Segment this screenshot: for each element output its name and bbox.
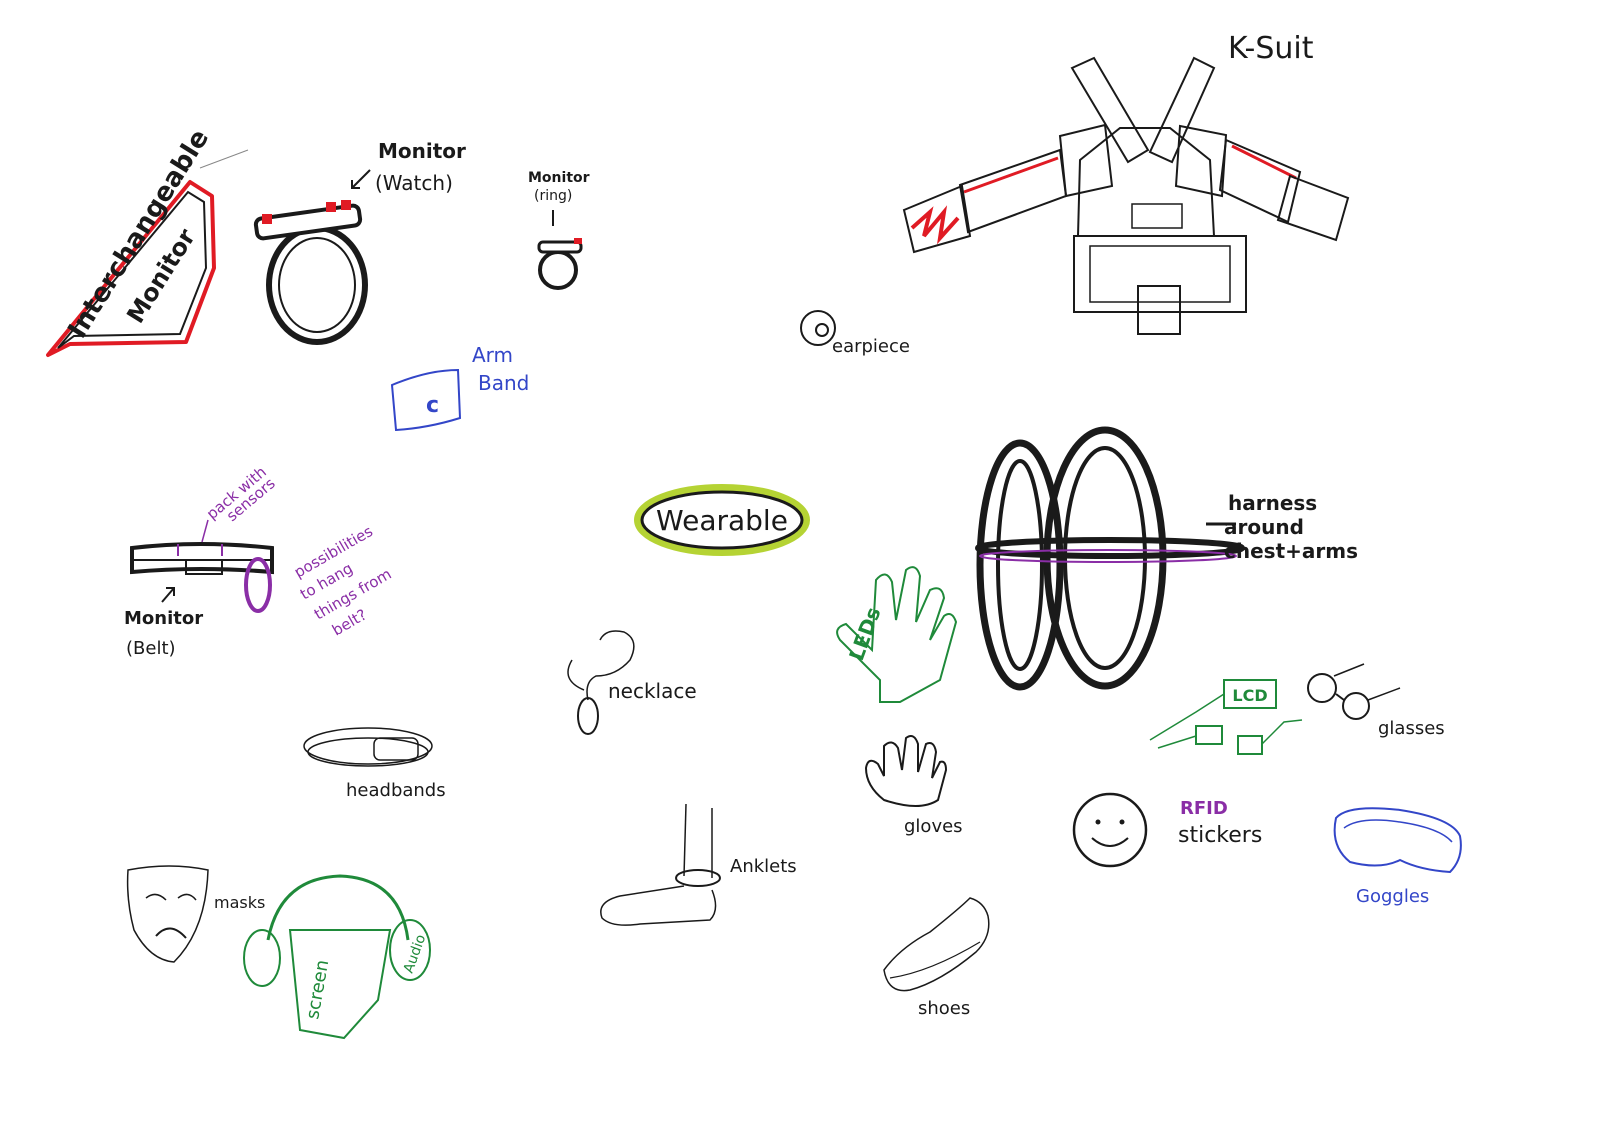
screen-label: screen: [302, 958, 333, 1021]
earpiece-sketch: earpiece: [800, 310, 910, 357]
ring-label-monitor: Monitor: [528, 170, 590, 186]
led-glove-sketch: LEDs: [836, 566, 958, 703]
glasses-label: glasses: [1378, 718, 1445, 739]
shoes-label: shoes: [918, 998, 970, 1019]
rfid-stickers-label: stickers: [1178, 823, 1262, 848]
belt-label-belt: (Belt): [126, 638, 176, 659]
anklets-label: Anklets: [730, 856, 797, 877]
arm-band-label-band: Band: [478, 371, 529, 395]
harness-sketch: harness around chest+arms: [975, 426, 1358, 691]
lcd-sketch: LCD: [1149, 679, 1303, 755]
interchangeable-monitor-tag: Interchangeable Monitor: [46, 124, 249, 357]
masks-label: masks: [214, 893, 265, 912]
wearable-center-node: Wearable: [634, 484, 810, 556]
watch-label-watch: (Watch): [375, 171, 453, 195]
gloves-label: gloves: [904, 816, 963, 837]
glasses-sketch: glasses: [1307, 663, 1445, 739]
watch-sketch: Monitor (Watch): [253, 139, 466, 345]
necklace-sketch: necklace: [567, 630, 697, 735]
headset-sketch: screen Audio: [243, 874, 431, 1040]
arm-band-sketch: c Arm Band: [390, 343, 529, 432]
harness-label-3: chest+arms: [1224, 539, 1358, 563]
belt-label-monitor: Monitor: [124, 608, 203, 629]
led-glove-letters: LEDs: [844, 604, 885, 664]
masks-sketch: masks: [126, 865, 265, 963]
ksuit-sketch: K-Suit: [902, 31, 1350, 335]
headbands-sketch: headbands: [303, 727, 446, 801]
rfid-sketch: RFID stickers: [1072, 792, 1262, 868]
belt-sketch: pack with sensors possibilities to hang …: [124, 463, 395, 659]
ring-sketch: Monitor (ring): [528, 170, 590, 290]
earpiece-label: earpiece: [832, 336, 910, 357]
harness-label-1: harness: [1228, 491, 1317, 515]
ksuit-title: K-Suit: [1228, 31, 1314, 66]
arm-band-icon-c: c: [426, 393, 439, 418]
harness-label-2: around: [1224, 515, 1304, 539]
goggles-sketch: Goggles: [1333, 807, 1462, 907]
necklace-label: necklace: [608, 679, 697, 703]
goggles-label: Goggles: [1356, 886, 1429, 907]
arm-band-label-arm: Arm: [472, 343, 513, 367]
gloves-sketch: gloves: [864, 735, 963, 837]
watch-label-monitor: Monitor: [378, 139, 466, 163]
wearable-center-label: Wearable: [656, 504, 788, 537]
ring-label-ring: (ring): [534, 188, 572, 204]
headbands-label: headbands: [346, 780, 446, 801]
anklets-sketch: Anklets: [600, 803, 797, 926]
rfid-label: RFID: [1180, 798, 1228, 819]
lcd-label: LCD: [1232, 686, 1267, 705]
shoes-sketch: shoes: [883, 897, 990, 1019]
